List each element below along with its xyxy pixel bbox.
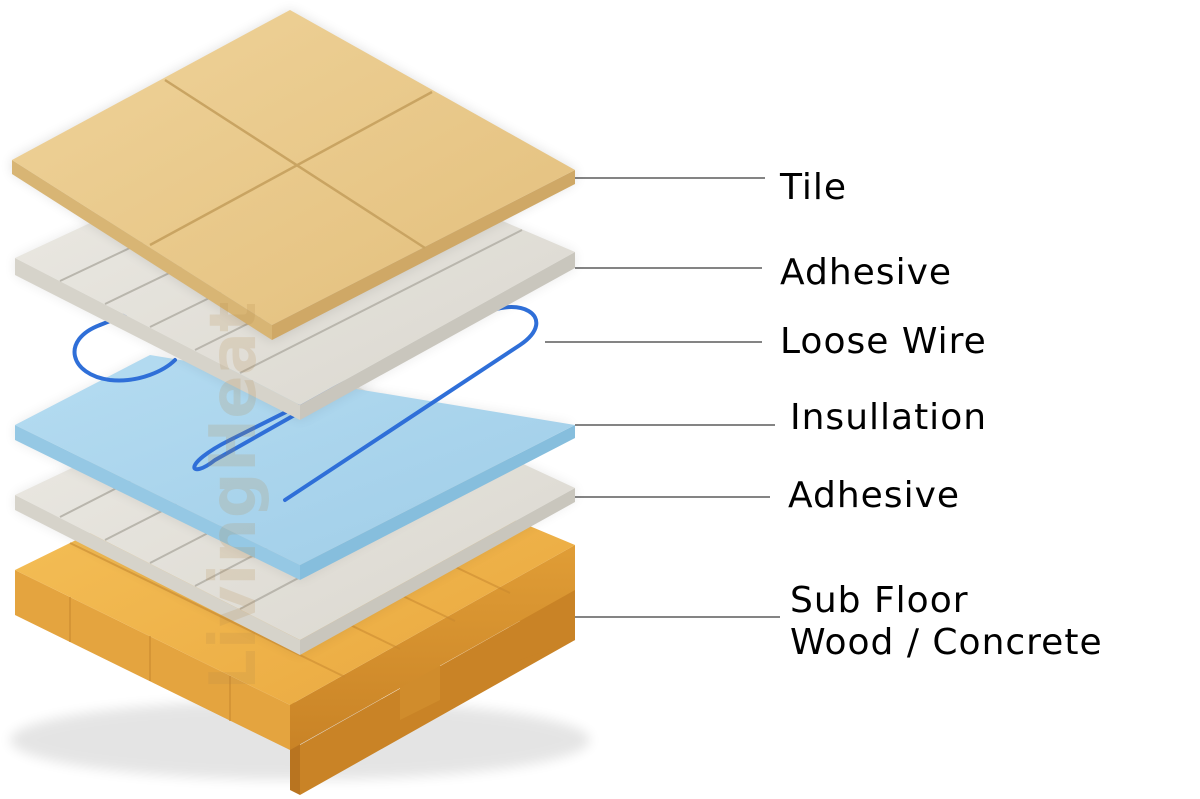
label-sub-floor: Sub Floor Wood / Concrete xyxy=(790,580,1103,664)
label-sub-floor-line2: Wood / Concrete xyxy=(790,622,1103,663)
insulation-layer xyxy=(15,355,575,580)
label-insulation: Insullation xyxy=(790,397,988,438)
tile-layer xyxy=(12,10,575,340)
label-tile: Tile xyxy=(780,167,848,208)
watermark-text: LivingHeat xyxy=(197,302,271,691)
label-loose-wire: Loose Wire xyxy=(780,321,987,362)
leader-lines xyxy=(545,177,780,618)
label-adhesive-top: Adhesive xyxy=(780,252,953,293)
label-sub-floor-line1: Sub Floor xyxy=(790,580,969,621)
label-adhesive-bottom: Adhesive xyxy=(788,475,961,516)
